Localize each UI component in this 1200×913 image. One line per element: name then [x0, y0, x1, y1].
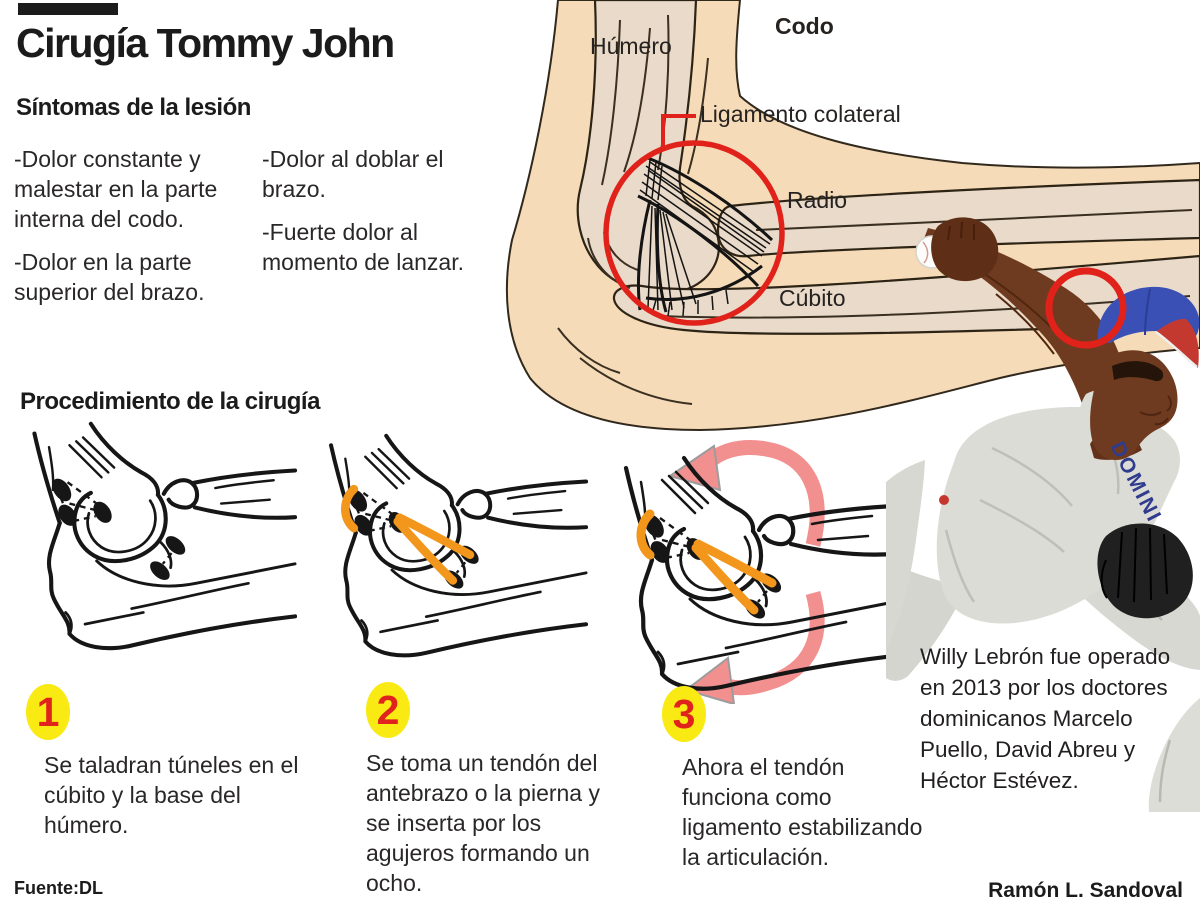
symptoms-column-2: -Dolor al doblar el brazo. -Fuerte dolor… [262, 144, 474, 290]
label-codo: Codo [775, 13, 834, 39]
surgery-step-1-drawing [15, 418, 297, 664]
elbow-highlight-circle [1045, 267, 1127, 349]
step-badge-3: 3 [662, 686, 706, 742]
step-number: 1 [36, 688, 60, 735]
symptoms-heading: Síntomas de la lesión [16, 94, 251, 121]
label-ligamento: Ligamento colateral [700, 101, 901, 127]
step-number: 2 [376, 686, 400, 733]
photo-caption: Willy Lebrón fue operado en 2013 por los… [920, 644, 1171, 793]
ligament-highlight-circle [603, 140, 785, 326]
label-radio: Radio [787, 187, 848, 213]
step-3-text: Ahora el tendón funciona como ligamento … [682, 754, 923, 870]
pitching-arm [922, 228, 1137, 434]
step-badge-1: 1 [26, 684, 70, 740]
author-credit: Ramón L. Sandoval [988, 879, 1183, 902]
symptoms-column-1: -Dolor constante y malestar en la parte … [14, 144, 264, 320]
symptom-item: -Dolor en la parte superior del brazo. [14, 249, 205, 305]
label-humero: Húmero [590, 33, 672, 59]
label-cubito: Cúbito [779, 285, 846, 311]
surgery-step-2-drawing [312, 430, 588, 671]
symptom-item: -Dolor constante y malestar en la parte … [14, 146, 218, 232]
step-number: 3 [672, 690, 696, 737]
symptom-item: -Fuerte dolor al momento de lanzar. [262, 219, 465, 275]
pitcher-photo-illustration: DOMINI [861, 217, 1200, 812]
source-credit: Fuente:DL [14, 878, 103, 898]
ligament-leader-line [661, 114, 696, 150]
rotation-arrows [667, 439, 825, 704]
step-badge-2: 2 [366, 682, 410, 738]
symptom-item: -Dolor al doblar el brazo. [262, 146, 444, 202]
kicker-bar [18, 3, 118, 15]
page-title: Cirugía Tommy John [16, 20, 395, 66]
surgery-step-3-drawing [594, 434, 886, 704]
procedure-heading: Procedimiento de la cirugía [20, 388, 320, 415]
step-1-text: Se taladran túneles en el cúbito y la ba… [44, 752, 299, 838]
step-2-text: Se toma un tendón del antebrazo o la pie… [366, 750, 600, 896]
